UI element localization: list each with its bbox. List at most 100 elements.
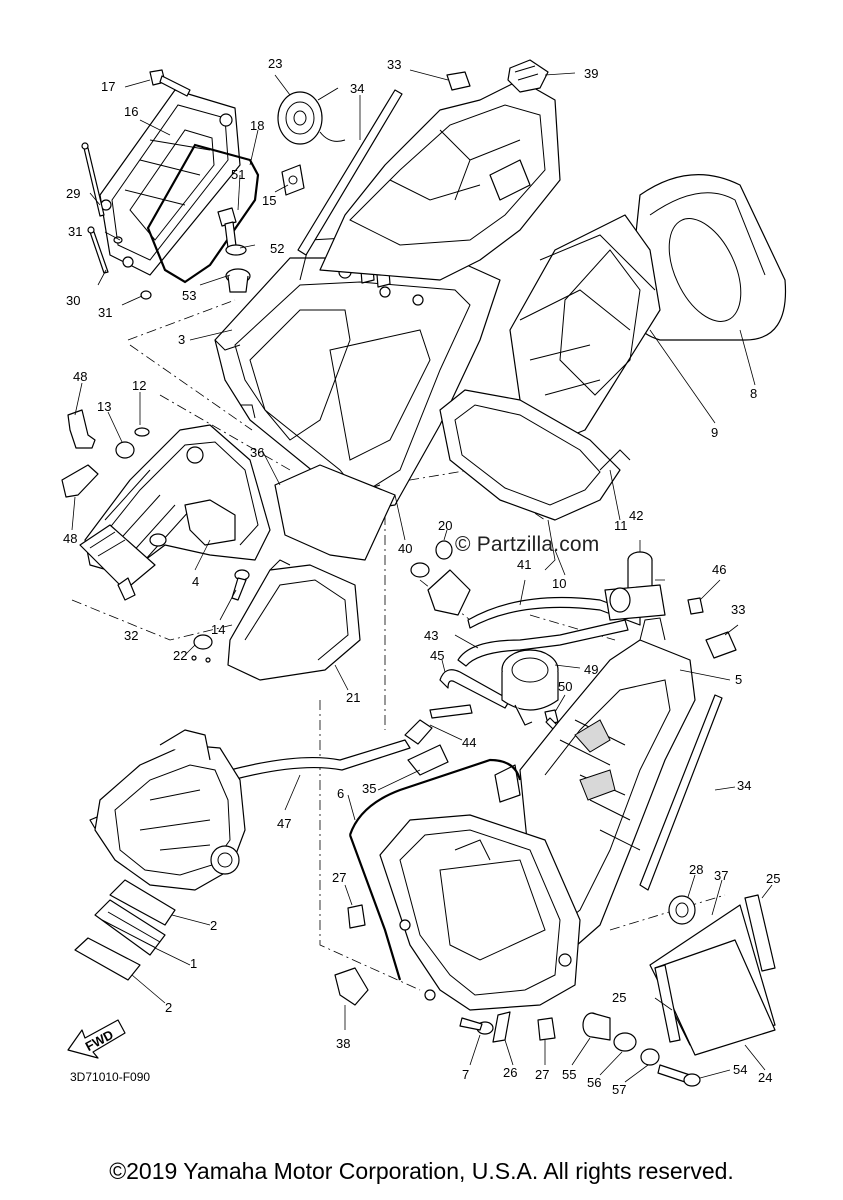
- air-box-cover: [99, 89, 241, 276]
- screw-7: [459, 1017, 494, 1035]
- callout-label: 33: [387, 57, 401, 72]
- screw-14: [231, 569, 250, 601]
- callout-label: 11: [614, 518, 628, 533]
- callout-label: 56: [587, 1075, 601, 1090]
- callout-label: 14: [211, 622, 225, 637]
- clip-27-lower: [537, 1017, 556, 1041]
- callout-label: 37: [714, 868, 728, 883]
- strip-25-left: [654, 964, 681, 1043]
- callout-label: 1: [190, 956, 197, 971]
- callout-label: 29: [66, 186, 80, 201]
- callout-label: 21: [346, 690, 360, 705]
- clamp-2-lower: [74, 937, 141, 981]
- clip-38: [334, 967, 369, 1006]
- callout-label: 8: [750, 386, 757, 401]
- strip-25-right: [744, 894, 776, 972]
- callout-label: 46: [712, 562, 726, 577]
- callout-label: 33: [731, 602, 745, 617]
- clip-35: [407, 744, 449, 776]
- engine-outline: [94, 729, 246, 891]
- copyright-notice: ©2019 Yamaha Motor Corporation, U.S.A. A…: [109, 1158, 734, 1184]
- washer-12: [134, 427, 150, 437]
- clip-27-upper: [347, 904, 366, 929]
- washer-57: [640, 1048, 660, 1066]
- callout-label: 22: [173, 648, 187, 663]
- callout-label: 6: [337, 786, 344, 801]
- callout-label: 34: [350, 81, 364, 96]
- callout-label: 25: [612, 990, 626, 1005]
- callout-label: 52: [270, 241, 284, 256]
- callout-label: 5: [735, 672, 742, 687]
- side-cover-21: [227, 559, 361, 681]
- callout-label: 32: [124, 628, 138, 643]
- intake-boot: [84, 424, 271, 576]
- seal-18: [146, 143, 260, 284]
- callout-label: 36: [250, 445, 264, 460]
- bolt-54: [657, 1064, 701, 1087]
- callout-label: 10: [552, 576, 566, 591]
- callout-label: 17: [101, 79, 115, 94]
- watermark: © Partzilla.com: [455, 533, 600, 556]
- bolt-46: [687, 597, 704, 615]
- grommet-53: [225, 268, 251, 293]
- fwd-arrow-icon: FWD: [67, 1019, 126, 1059]
- callout-label: 2: [210, 918, 217, 933]
- callout-label: 27: [332, 870, 346, 885]
- bolt-17: [149, 69, 191, 97]
- callout-label: 20: [438, 518, 452, 533]
- washer-52: [225, 244, 247, 256]
- callout-label: 41: [517, 557, 531, 572]
- callout-label: 49: [584, 662, 598, 677]
- callout-label: 12: [132, 378, 146, 393]
- callout-label: 53: [182, 288, 196, 303]
- callout-label: 23: [268, 56, 282, 71]
- callout-label: 48: [63, 531, 77, 546]
- fwd-label: FWD: [83, 1027, 116, 1054]
- callout-label: 18: [250, 118, 264, 133]
- element-36: [274, 464, 396, 561]
- callout-label: 25: [766, 871, 780, 886]
- callout-label: 50: [558, 679, 572, 694]
- callout-label: 4: [192, 574, 199, 589]
- callout-label: 42: [629, 508, 643, 523]
- clip-15: [281, 164, 305, 196]
- callout-label: 28: [689, 862, 703, 877]
- clip-39: [507, 59, 549, 93]
- callout-label: 47: [277, 816, 291, 831]
- callout-label: 44: [462, 735, 476, 750]
- bolt-51: [217, 207, 237, 249]
- filter-cage-9: [509, 214, 661, 441]
- pin-30: [87, 226, 109, 274]
- diagram-code: 3D71010-F090: [70, 1070, 151, 1084]
- callout-label: 9: [711, 425, 718, 440]
- callout-numbers: 1 2 2 3 4 5 6 7 8 9 10 11 12 13 14 15 16…: [63, 56, 780, 1097]
- joint-1: [94, 899, 166, 956]
- callout-label: 35: [362, 781, 376, 796]
- callout-label: 27: [535, 1067, 549, 1082]
- valve-42: [604, 551, 666, 621]
- callout-label: 31: [98, 305, 112, 320]
- callout-label: 26: [503, 1065, 517, 1080]
- fitting-48: [61, 409, 99, 498]
- callout-label: 16: [124, 104, 138, 119]
- callout-label: 34: [737, 778, 751, 793]
- canister-49: [501, 649, 559, 726]
- callout-label: 57: [612, 1082, 626, 1097]
- sheet-24: [654, 939, 776, 1056]
- collar-55: [582, 1012, 611, 1041]
- callout-label: 48: [73, 369, 87, 384]
- grommet-28: [668, 895, 696, 925]
- pin-26: [492, 1011, 511, 1043]
- callout-label: 45: [430, 648, 444, 663]
- callout-label: 39: [584, 66, 598, 81]
- callout-label: 15: [262, 193, 276, 208]
- callout-label: 54: [733, 1062, 747, 1077]
- clip-22: [191, 634, 213, 663]
- clip-33-right: [705, 631, 737, 659]
- callout-label: 31: [68, 224, 82, 239]
- callout-label: 24: [758, 1070, 772, 1085]
- seal-6: [348, 758, 522, 981]
- callout-label: 51: [231, 167, 245, 182]
- pin-29: [81, 142, 105, 217]
